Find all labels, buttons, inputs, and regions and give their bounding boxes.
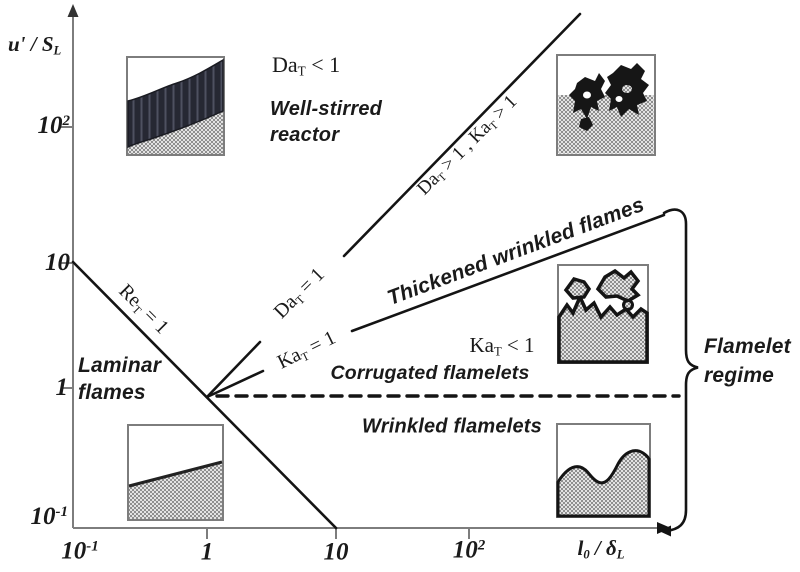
inset-broken-reaction-zones (556, 54, 656, 156)
boundary-lines (71, 12, 699, 533)
flamelet-regime-label: Flamelet regime (704, 335, 791, 387)
region-da-lt-label: DaT < 1 (272, 52, 341, 79)
region-laminar-label: Laminar flames (78, 354, 162, 404)
x-axis-label: l0 / δL (577, 536, 625, 562)
inset-laminar-flame (127, 424, 224, 521)
y-tick-10: 10 (45, 249, 70, 276)
ka-line-lower (205, 369, 265, 399)
x-tick-100: 102 (452, 536, 486, 564)
y-tick-1: 1 (55, 374, 69, 401)
x-tick-10: 10 (323, 538, 349, 566)
inset-thickened-wrinkled-flames (557, 264, 649, 364)
ka-line-upper (350, 213, 666, 333)
re-line (71, 260, 338, 530)
region-well-stirred-label: Well-stirred reactor (270, 98, 383, 146)
x-tick-01: 10-1 (61, 537, 99, 565)
da-line-lower (205, 340, 262, 399)
region-ka-lt-label: KaT < 1 (469, 333, 535, 359)
axes (60, 16, 660, 539)
inset-wrinkled-flamelets (556, 423, 651, 518)
x-tick-1: 1 (200, 538, 214, 566)
da-line-upper (342, 12, 582, 258)
region-wrinkled-label: Wrinkled flamelets (362, 415, 542, 438)
region-corrugated-label: Corrugated flamelets (330, 361, 530, 384)
y-axis-arrow (67, 4, 79, 17)
flamelet-brace (662, 208, 699, 533)
brace-bottom-arrow (659, 525, 671, 537)
y-tick-100: 102 (37, 112, 71, 139)
inset-well-stirred-reactor (126, 56, 225, 156)
y-axis-label: u' / SL (8, 32, 62, 58)
y-tick-01: 10-1 (30, 503, 69, 530)
